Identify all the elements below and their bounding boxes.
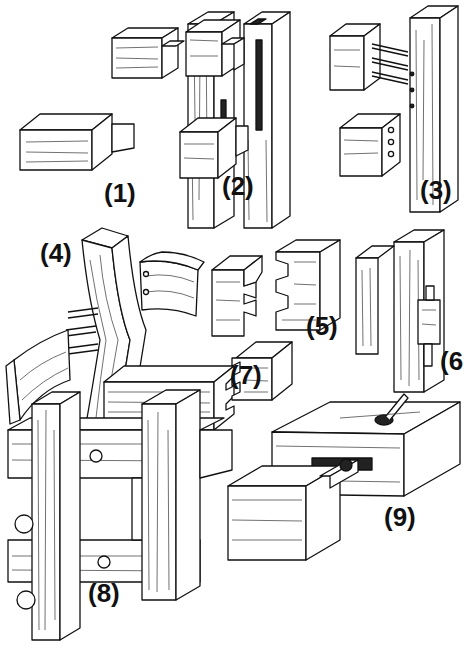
joint-8 [8, 390, 232, 640]
joint-3 [330, 6, 458, 212]
callout-number: (8) [88, 580, 120, 606]
callout-number: (2) [222, 173, 254, 199]
callout-number: (1) [104, 180, 136, 206]
callout-number: (3) [420, 177, 452, 203]
joint-9 [228, 394, 460, 560]
callout-number: (6 [440, 348, 463, 374]
callout-number: (5) [306, 313, 338, 339]
callout-number: (4) [40, 240, 72, 266]
callout-number: (7) [230, 362, 262, 388]
joint-6 [356, 230, 444, 392]
callout-number: (9) [384, 504, 416, 530]
joint-2 [180, 12, 290, 228]
